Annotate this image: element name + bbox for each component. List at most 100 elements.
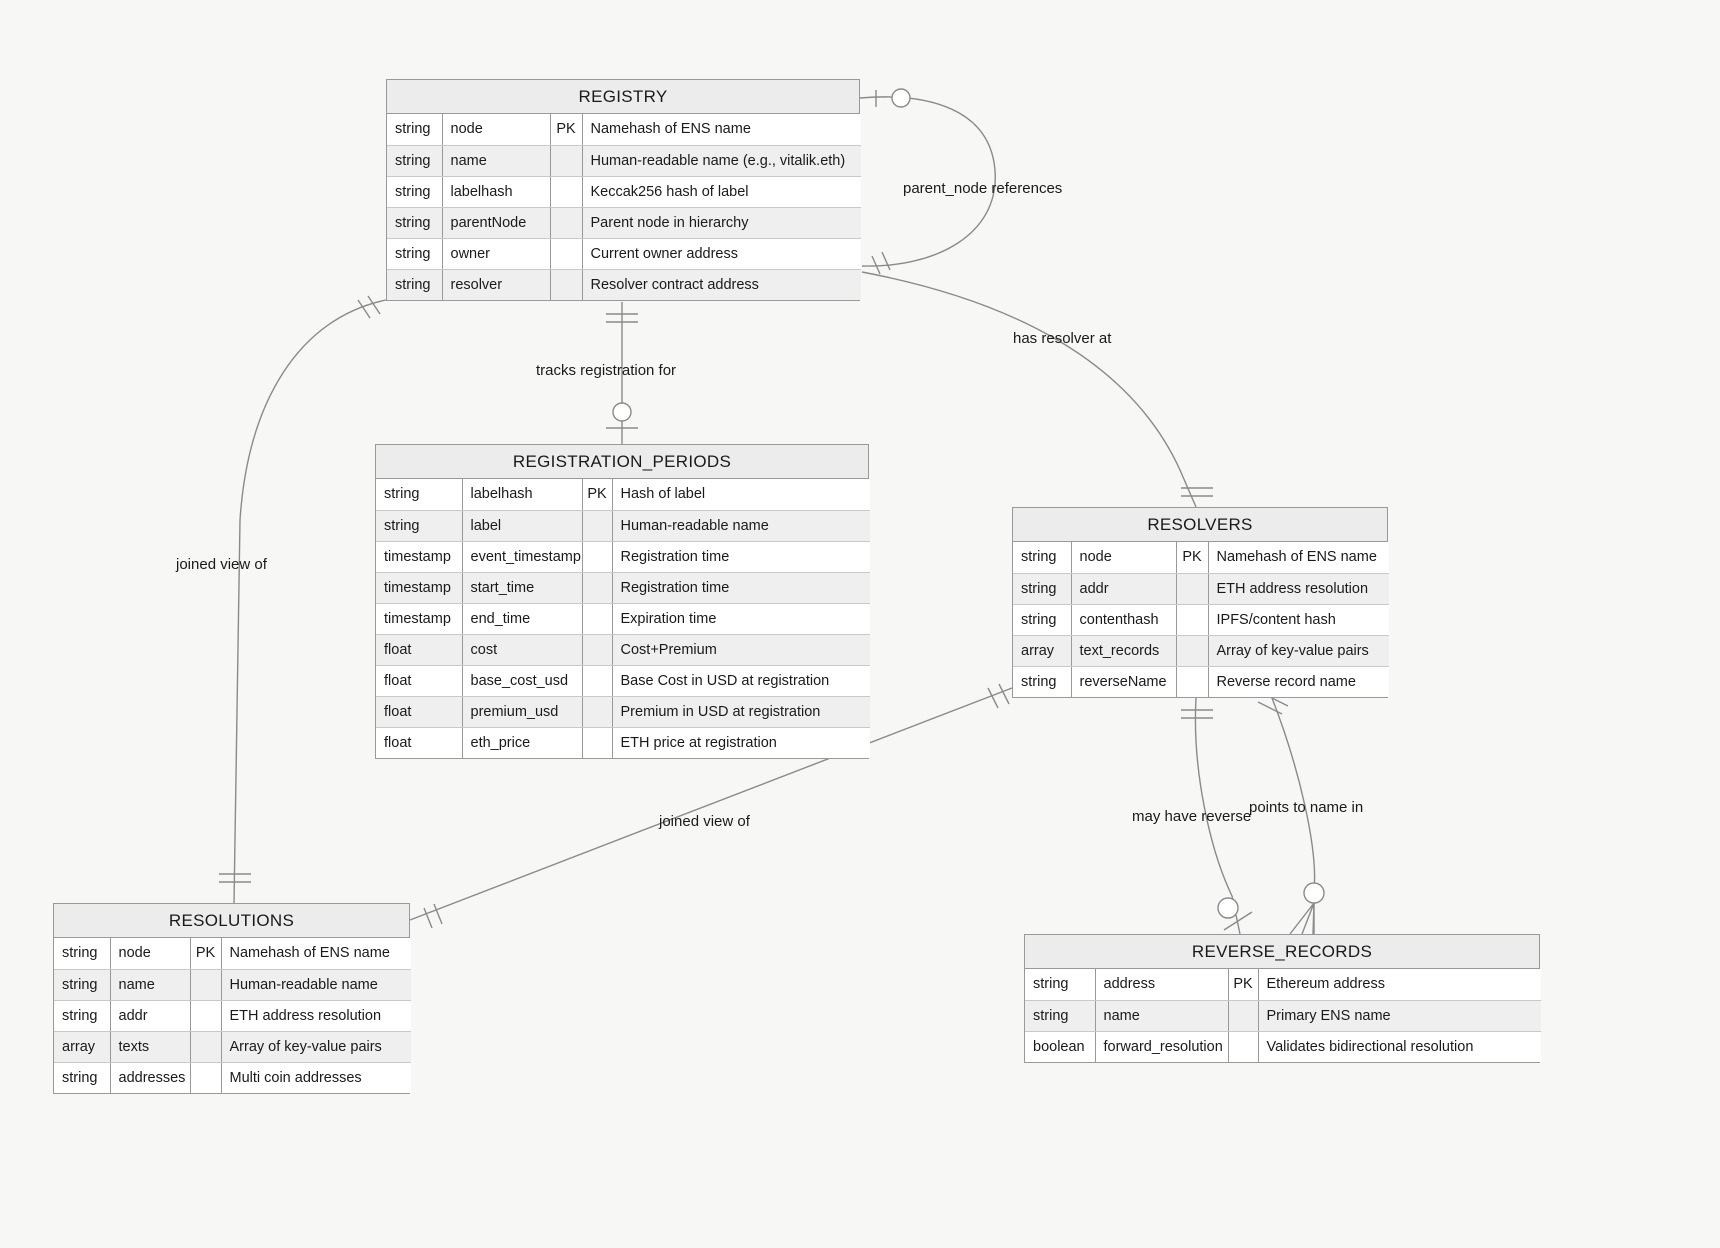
attribute-key: PK bbox=[1228, 969, 1259, 1001]
attribute-type: string bbox=[54, 969, 111, 1001]
entity-resolutions-title: RESOLUTIONS bbox=[54, 904, 409, 938]
attribute-name: addr bbox=[110, 1000, 191, 1032]
attribute-description: Keccak256 hash of label bbox=[582, 176, 861, 208]
attribute-description: Ethereum address bbox=[1258, 969, 1541, 1001]
entity-resolvers-title: RESOLVERS bbox=[1013, 508, 1387, 542]
attribute-description: Resolver contract address bbox=[582, 269, 861, 300]
marker-jv-diag-tick-d bbox=[433, 903, 443, 925]
relationship-label-parent-node-references: parent_node references bbox=[903, 180, 1063, 197]
attribute-type: array bbox=[1013, 635, 1072, 667]
attribute-name: start_time bbox=[462, 572, 583, 604]
attribute-name: premium_usd bbox=[462, 696, 583, 728]
attribute-description: IPFS/content hash bbox=[1208, 604, 1389, 636]
attribute-key bbox=[582, 603, 613, 635]
attribute-description: Human-readable name bbox=[612, 510, 870, 542]
relationship-label-joined-view-of-periods: joined view of bbox=[659, 813, 750, 830]
attribute-key bbox=[1176, 604, 1209, 636]
attribute-key bbox=[190, 1000, 222, 1032]
attribute-description: Namehash of ENS name bbox=[1208, 542, 1389, 574]
attribute-name: node bbox=[1071, 542, 1177, 574]
attribute-key: PK bbox=[582, 479, 613, 511]
marker-jv-diag-tick-c bbox=[423, 907, 433, 929]
attribute-name: label bbox=[462, 510, 583, 542]
marker-ptn-crowsfoot bbox=[1289, 902, 1315, 935]
attribute-description: ETH price at registration bbox=[612, 727, 870, 758]
entity-registry-title: REGISTRY bbox=[387, 80, 859, 114]
marker-ptn-zero-circle bbox=[1303, 882, 1325, 904]
attribute-name: name bbox=[110, 969, 191, 1001]
attribute-description: Parent node in hierarchy bbox=[582, 207, 861, 239]
marker-mhr-cross-tick bbox=[1223, 911, 1253, 931]
attribute-description: Human-readable name (e.g., vitalik.eth) bbox=[582, 145, 861, 177]
attribute-description: Namehash of ENS name bbox=[221, 938, 411, 970]
attribute-name: reverseName bbox=[1071, 666, 1177, 697]
attribute-key bbox=[582, 727, 613, 758]
attribute-description: Current owner address bbox=[582, 238, 861, 270]
marker-mhr-zero-circle bbox=[1217, 897, 1239, 919]
attribute-name: owner bbox=[442, 238, 551, 270]
attribute-key bbox=[582, 510, 613, 542]
attribute-key: PK bbox=[550, 114, 583, 146]
attribute-type: timestamp bbox=[376, 603, 463, 635]
attribute-description: Human-readable name bbox=[221, 969, 411, 1001]
attribute-name: node bbox=[442, 114, 551, 146]
attribute-key bbox=[190, 1031, 222, 1063]
relationship-label-joined-view-of-resolutions: joined view of bbox=[176, 556, 267, 573]
attribute-name: cost bbox=[462, 634, 583, 666]
attribute-type: string bbox=[1013, 604, 1072, 636]
attribute-type: string bbox=[387, 207, 443, 239]
attribute-key bbox=[1176, 666, 1209, 697]
attribute-name: resolver bbox=[442, 269, 551, 300]
attribute-key bbox=[1176, 573, 1209, 605]
attribute-key bbox=[550, 238, 583, 270]
attribute-name: contenthash bbox=[1071, 604, 1177, 636]
attribute-type: string bbox=[387, 238, 443, 270]
marker-zero-one-circle bbox=[891, 88, 911, 108]
attribute-type: float bbox=[376, 665, 463, 697]
attribute-key bbox=[1228, 1031, 1259, 1062]
marker-jv-diag-tick-b bbox=[998, 683, 1010, 705]
attribute-name: forward_resolution bbox=[1095, 1031, 1229, 1062]
attribute-key bbox=[1176, 635, 1209, 667]
entity-registration-periods-title: REGISTRATION_PERIODS bbox=[376, 445, 868, 479]
edge-has-resolver-at bbox=[861, 271, 1197, 508]
attribute-description: Multi coin addresses bbox=[221, 1062, 411, 1093]
attribute-type: array bbox=[54, 1031, 111, 1063]
attribute-name: event_timestamp bbox=[462, 541, 583, 573]
marker-jv-left-tick-b bbox=[367, 295, 381, 315]
attribute-type: string bbox=[54, 1062, 111, 1093]
attribute-name: text_records bbox=[1071, 635, 1177, 667]
attribute-type: timestamp bbox=[376, 541, 463, 573]
attribute-key bbox=[582, 572, 613, 604]
edge-points-to-name-in bbox=[1271, 697, 1316, 934]
